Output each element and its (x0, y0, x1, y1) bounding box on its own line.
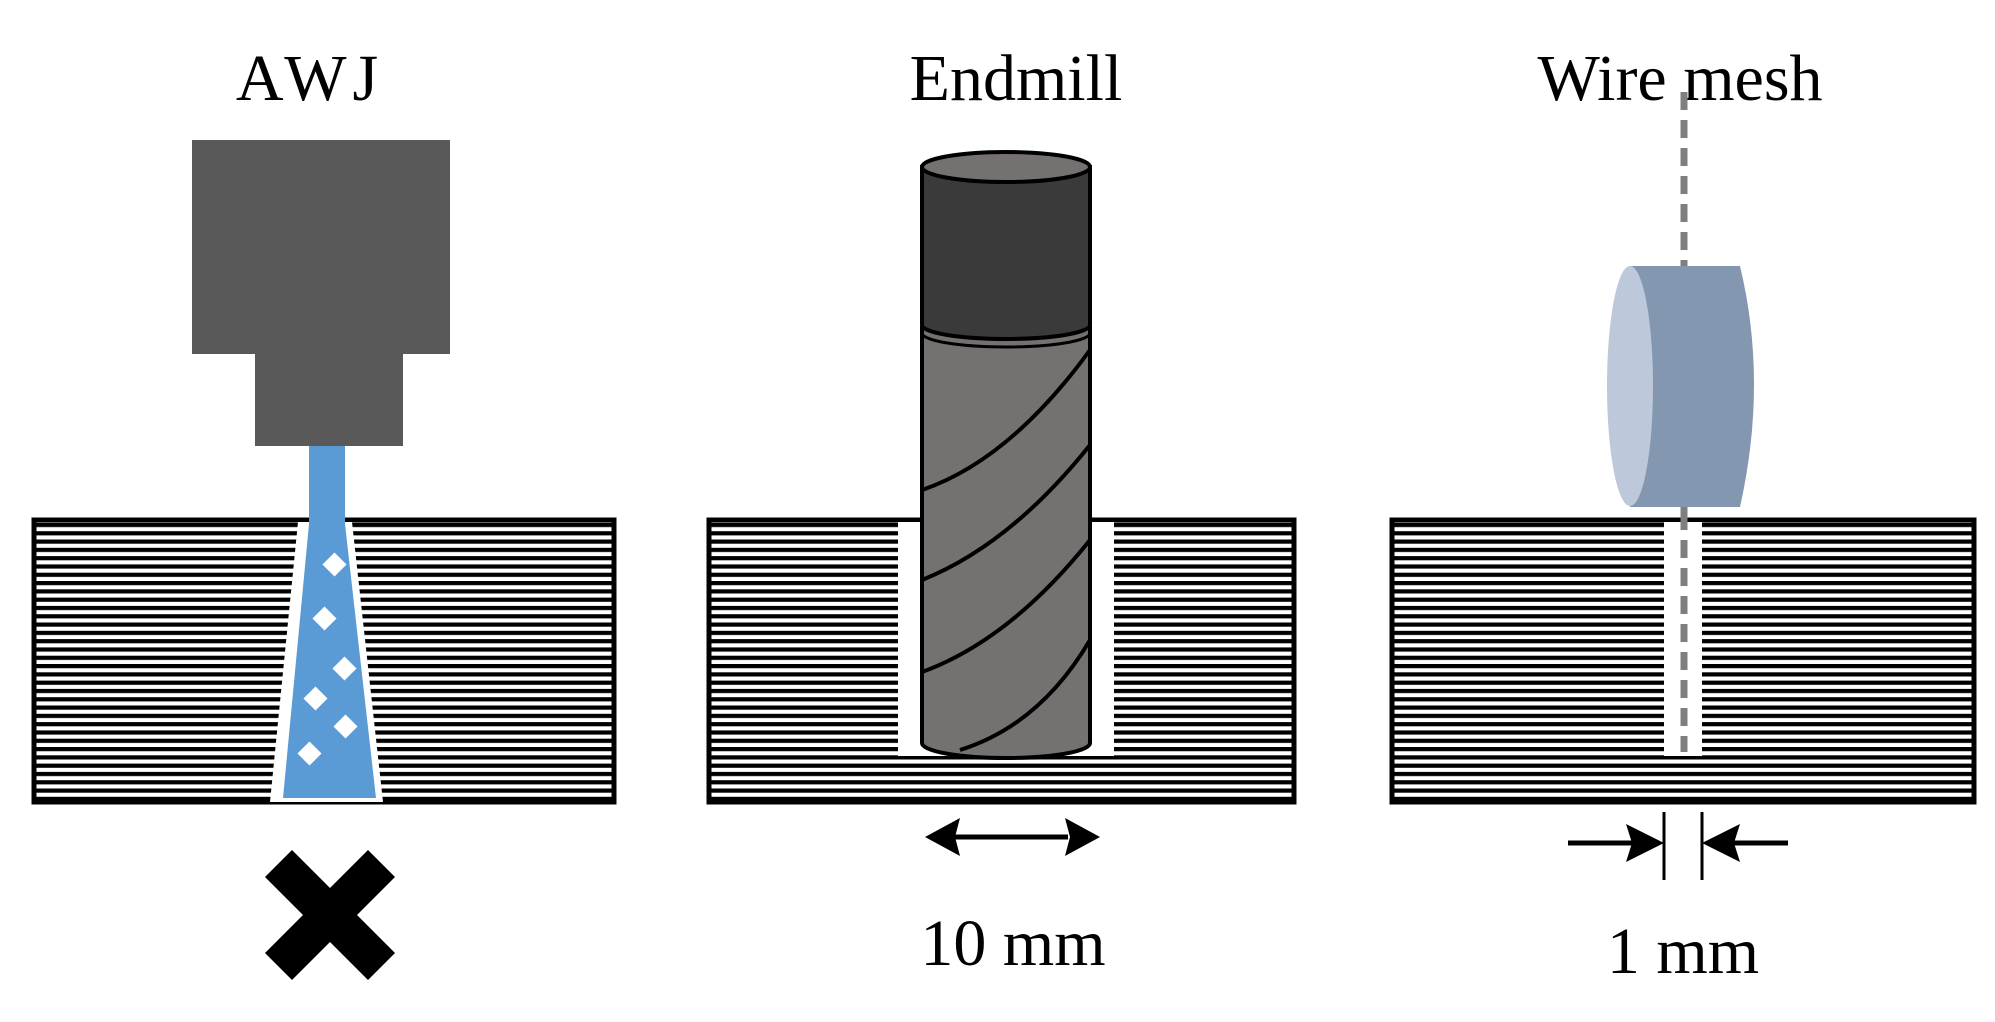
endmill-panel: Endmill (706, 42, 1297, 980)
wire-mesh-width-label: 1 mm (1607, 915, 1759, 988)
cross-icon (265, 850, 395, 980)
wire-mesh-panel: Wire mesh 1 mm (1389, 42, 1977, 988)
endmill-title: Endmill (910, 42, 1123, 115)
awj-title: AWJ (236, 42, 384, 115)
endmill-tool (920, 150, 1092, 760)
wire-mesh-title: Wire mesh (1537, 42, 1822, 115)
awj-nozzle-head (192, 140, 450, 354)
endmill-width-arrow (925, 818, 1100, 856)
wire-mesh-wheel (1607, 266, 1754, 507)
endmill-width-label: 10 mm (920, 907, 1105, 980)
awj-nozzle-tip (255, 354, 403, 446)
awj-panel: AWJ (31, 42, 617, 980)
wire-mesh-width-arrows (1568, 812, 1788, 880)
